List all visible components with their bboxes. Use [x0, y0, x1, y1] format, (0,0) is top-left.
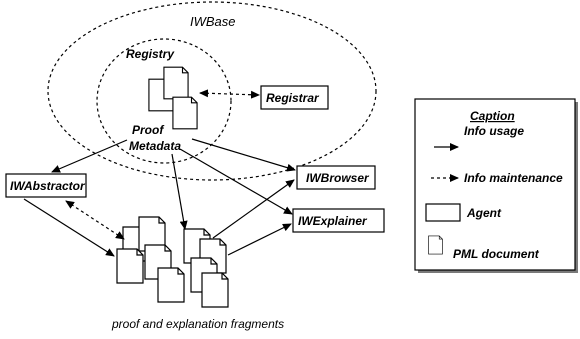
agent-box-icon — [425, 203, 461, 222]
fragments-to-iwbrowser-arrow — [212, 179, 295, 239]
iwbrowser-label: IWBrowser — [306, 171, 370, 185]
registrar-agent — [260, 85, 329, 110]
metadata-to-iwexplainer-arrow — [179, 148, 293, 215]
document-icon — [428, 235, 443, 255]
iwabstractor-to-fragments-arrow — [23, 198, 115, 257]
iwbase-label: IWBase — [190, 14, 236, 29]
proof-label: Proof — [132, 123, 164, 137]
iwabstractor-agent — [5, 173, 87, 198]
fragment-document-stack — [116, 216, 229, 308]
fragments-label: proof and explanation fragments — [111, 317, 284, 331]
iwexplainer-label: IWExplainer — [298, 214, 368, 228]
caption-item-info-maintenance: Info maintenance — [464, 171, 563, 185]
iwbrowser-agent — [296, 165, 376, 190]
iwabstractor-fragments-dashed-arrow — [65, 200, 125, 240]
caption-item-pml-document: PML document — [453, 247, 540, 261]
iwbase-boundary — [47, 1, 377, 181]
iwabstractor-label: IWAbstractor — [10, 179, 86, 193]
metadata-to-iwbrowser-arrow — [191, 138, 296, 172]
registry-document-stack — [148, 66, 198, 130]
iwexplainer-agent — [292, 208, 385, 233]
registry-boundary — [96, 38, 232, 164]
registrar-label: Registrar — [266, 91, 320, 105]
caption-item-info-usage: Info usage — [464, 124, 524, 138]
registry-registrar-dashed-arrow — [199, 89, 260, 99]
caption-item-agent: Agent — [466, 206, 502, 220]
registry-label: Registry — [126, 47, 175, 61]
metadata-to-fragments-arrow — [171, 153, 188, 230]
metadata-to-iwabstractor-arrow — [51, 139, 128, 173]
fragments-to-iwexplainer-arrow — [227, 223, 292, 256]
caption-title: Caption — [470, 109, 515, 123]
metadata-label: Metadata — [129, 139, 181, 153]
